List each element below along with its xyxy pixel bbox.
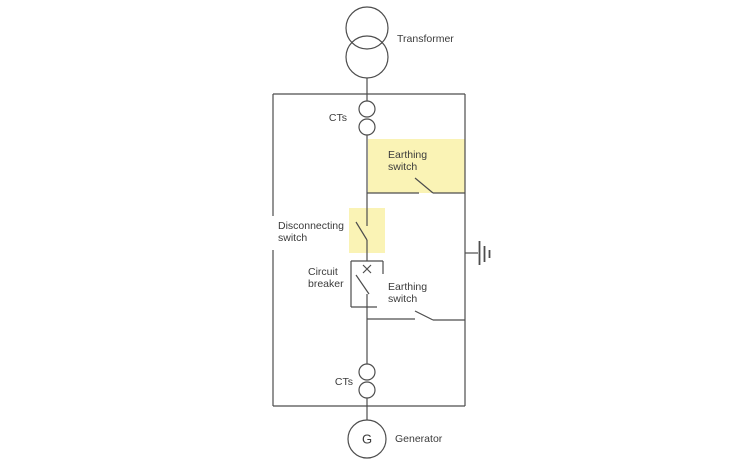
circuit-breaker-symbol: [350, 260, 384, 308]
highlight-earthing-switch-region: [368, 139, 465, 193]
earthing-switch-bottom-label: Earthing switch: [388, 281, 428, 306]
generator-label: Generator: [395, 433, 443, 445]
transformer-label: Transformer: [397, 33, 454, 45]
disconnecting-switch-label: Disconnecting switch: [278, 220, 344, 245]
ct-bottom-symbol: [358, 363, 376, 399]
earthing-switch-bottom-symbol: [367, 310, 465, 321]
earthing-switch-top-label: Earthing switch: [388, 149, 428, 174]
cts-top-label: CTs: [328, 112, 347, 124]
earthing-switch-top-symbol: [367, 177, 465, 194]
generator-symbol: G: [347, 398, 387, 459]
ct-top-symbol: [358, 100, 376, 136]
disconnecting-switch-symbol: [355, 221, 368, 261]
generator-letter: G: [362, 432, 372, 447]
circuit-breaker-label: Circuit breaker: [308, 266, 344, 291]
cts-bottom-label: CTs: [334, 376, 353, 388]
transformer-symbol: [345, 6, 389, 101]
ground-symbol: [465, 241, 491, 265]
enclosure-outline: [272, 93, 466, 407]
